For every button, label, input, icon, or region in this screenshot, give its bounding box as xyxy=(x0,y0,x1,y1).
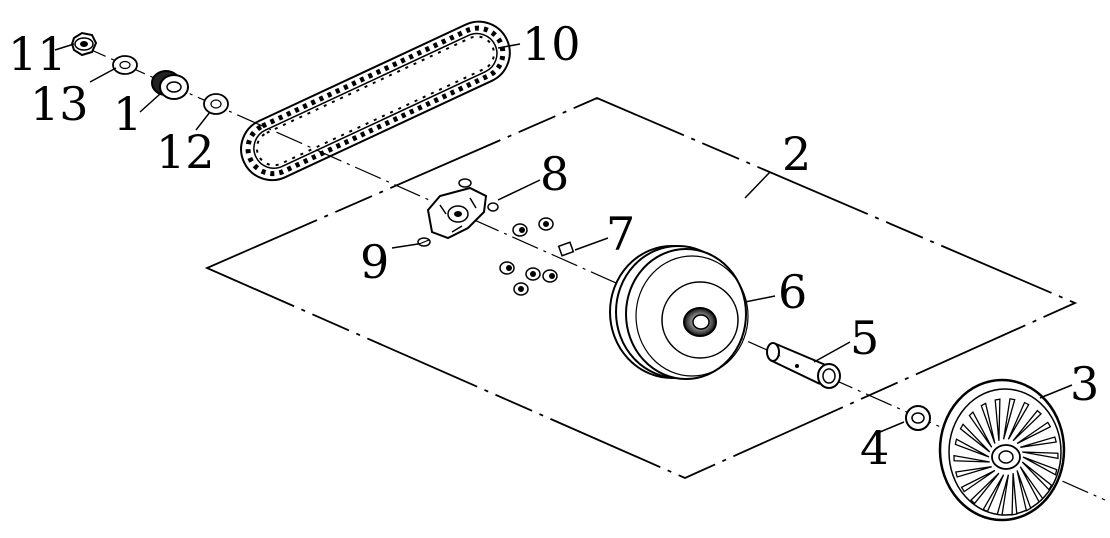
washer-4 xyxy=(905,405,931,431)
rollers xyxy=(499,217,575,296)
leader-lines xyxy=(54,43,1073,433)
center-axis xyxy=(79,44,1106,501)
fan-blade xyxy=(968,411,993,448)
fan-blade xyxy=(1016,421,1052,445)
fan-blade xyxy=(1016,470,1032,512)
fan-blades xyxy=(953,398,1059,516)
callout-9: 9 xyxy=(360,235,389,289)
callout-13: 13 xyxy=(30,77,89,131)
fan-blade xyxy=(996,474,1010,516)
fixed-drive-face xyxy=(938,378,1066,522)
fan-blade xyxy=(1011,473,1018,516)
collar-bushing xyxy=(766,342,841,390)
washer-12 xyxy=(203,93,229,115)
fan-blade xyxy=(1022,456,1058,476)
callout-7: 7 xyxy=(606,207,635,261)
fan-blade xyxy=(954,438,990,458)
callout-8: 8 xyxy=(540,147,569,201)
fan-blade xyxy=(1020,436,1058,448)
callout-11: 11 xyxy=(8,27,67,81)
fan-blade xyxy=(980,402,996,444)
fan-blade xyxy=(1019,466,1044,503)
callout-10: 10 xyxy=(522,17,581,71)
callout-5: 5 xyxy=(850,311,879,365)
fan-blade xyxy=(953,454,990,463)
fan-blade xyxy=(1022,451,1059,460)
drive-belt xyxy=(240,20,511,182)
movable-drive-face xyxy=(609,245,749,380)
callout-4: 4 xyxy=(860,421,889,475)
bearing xyxy=(151,70,189,100)
fan-blade xyxy=(1012,409,1042,442)
callout-1: 1 xyxy=(113,87,142,141)
fan-blade xyxy=(959,423,991,453)
parts-group-boundary xyxy=(204,97,1078,479)
fan-blade xyxy=(1007,401,1030,440)
callout-6: 6 xyxy=(778,265,807,319)
nut xyxy=(70,31,98,57)
screw xyxy=(417,237,431,247)
fan-blade xyxy=(970,472,1000,505)
fan-blade xyxy=(994,398,1001,441)
callout-labels: 11 13 1 12 10 2 8 7 9 6 5 3 4 xyxy=(8,17,1099,475)
washer-13 xyxy=(112,55,138,75)
callout-3: 3 xyxy=(1070,357,1099,411)
fan-blade xyxy=(954,466,992,478)
fan-blade xyxy=(1021,461,1053,491)
ramp-plate xyxy=(426,178,499,240)
fan-blade xyxy=(1002,398,1016,440)
fan-blade xyxy=(982,474,1005,513)
fan-blade xyxy=(960,469,996,493)
callout-2: 2 xyxy=(782,127,811,181)
callout-12: 12 xyxy=(156,125,215,179)
